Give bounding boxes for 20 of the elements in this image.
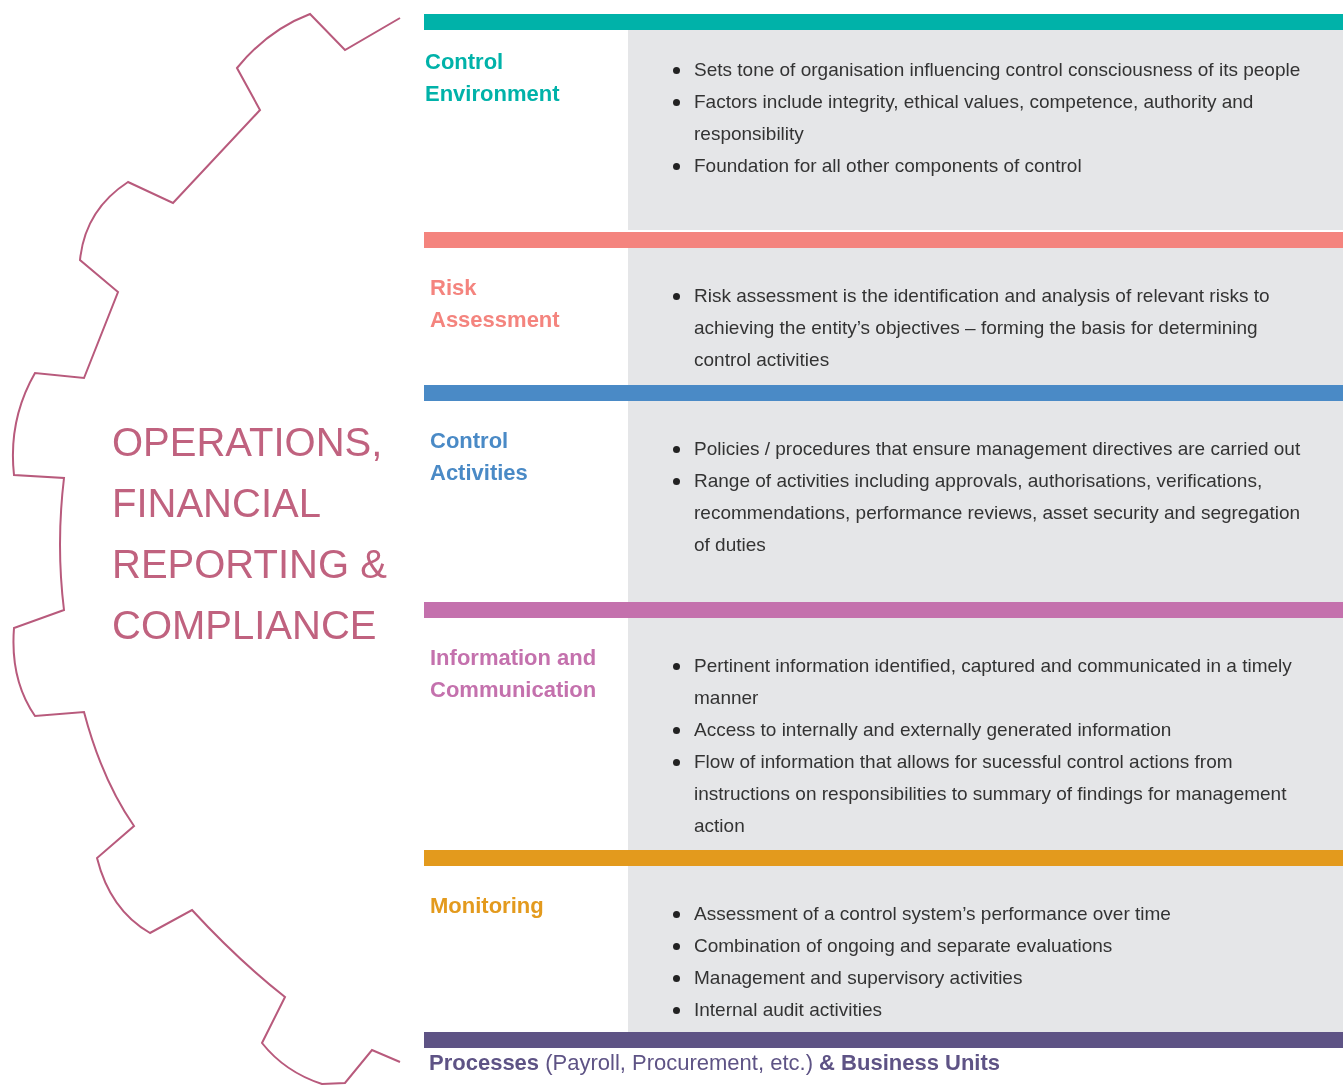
bullet-text: Assessment of a control system’s performance over time <box>694 903 1171 924</box>
section-heading: Information and Communication <box>430 644 598 704</box>
section-heading: Control Environment <box>425 48 561 108</box>
bullet-text: Sets tone of organisation influencing control consciousness of its people <box>694 59 1301 80</box>
section-heading: Risk Assessment <box>430 274 561 334</box>
bullet-text: Foundation for all other components of control <box>694 155 1082 176</box>
bullet-text: Access to internally and externally generated information <box>694 719 1172 740</box>
footer-label: Processes (Payroll, Procurement, etc.) & Business Units <box>429 1050 1000 1076</box>
bullet-text: Combination of ongoing and separate evaluations <box>694 935 1113 956</box>
section-heading: Control Activities <box>430 427 529 487</box>
bullet-text: Pertinent information identified, captured and communicated in a timely manner <box>694 655 1292 708</box>
bullet-text: Internal audit activities <box>694 999 882 1020</box>
bullet-text: Range of activities including approvals, authorisations, verifications, recommendations, performance reviews, asset security and segregation of duties <box>694 470 1301 555</box>
bullet-text: Flow of information that allows for sucessful control actions from instructions on responsibilities to summary of findings for management action <box>694 751 1287 836</box>
bullet-text: Management and supervisory activities <box>694 967 1023 988</box>
bullet-text: Policies / procedures that ensure management directives are carried out <box>694 438 1301 459</box>
bullet-text: Risk assessment is the identification and analysis of relevant risks to achieving the entity’s objectives – forming the basis for determining control activities <box>694 285 1270 370</box>
gear-label: OPERATIONS, FINANCIAL REPORTING & COMPLIANCE <box>112 419 387 649</box>
bullet-text: Factors include integrity, ethical values, competence, authority and responsibility <box>694 91 1254 144</box>
section-heading: Monitoring <box>430 892 545 920</box>
